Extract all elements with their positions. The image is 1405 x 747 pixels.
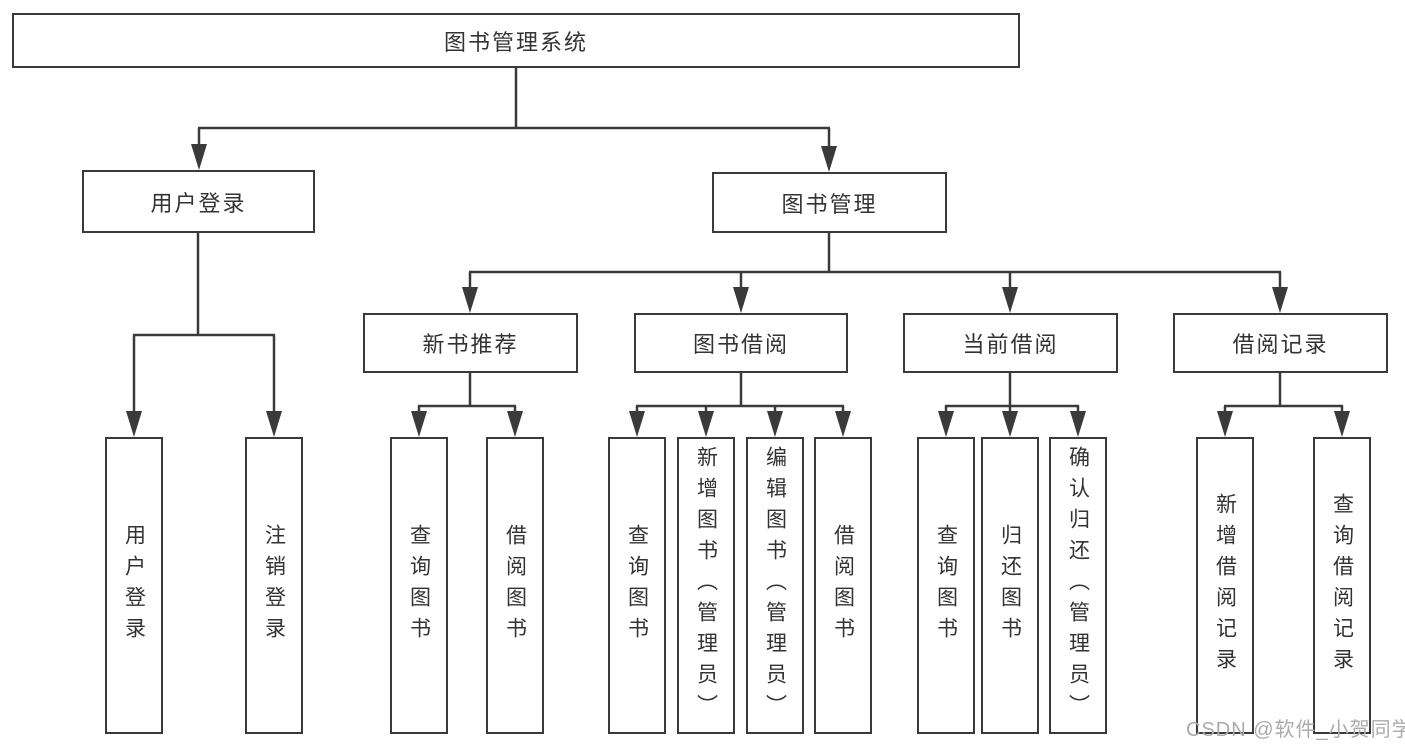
leaf-current-confirm-return-admin: 确认归还（管理员） [1049, 437, 1107, 734]
node-current-borrow: 当前借阅 [903, 313, 1118, 373]
node-current-borrow-label: 当前借阅 [962, 332, 1059, 357]
leaf-logout-label: 注销登录 [262, 523, 286, 648]
node-new-book-recommend-label: 新书推荐 [422, 332, 519, 357]
leaf-records-add-record-label: 新增借阅记录 [1213, 492, 1237, 679]
leaf-current-confirm-return-admin-label: 确认归还（管理员） [1066, 446, 1090, 725]
leaf-records-query-record: 查询借阅记录 [1313, 437, 1371, 734]
leaf-user-login: 用户登录 [105, 437, 163, 734]
node-book-management: 图书管理 [712, 172, 947, 233]
node-library-system-label: 图书管理系统 [443, 29, 588, 55]
leaf-borrow-add-books-admin-label: 新增图书（管理员） [694, 446, 718, 725]
leaf-current-query-books-label: 查询图书 [934, 523, 958, 648]
leaf-user-login-label: 用户登录 [122, 523, 146, 648]
leaf-borrow-edit-books-admin-label: 编辑图书（管理员） [763, 446, 787, 725]
leaf-recommend-borrow-books-label: 借阅图书 [503, 523, 527, 648]
node-library-system: 图书管理系统 [12, 13, 1020, 68]
leaf-logout: 注销登录 [245, 437, 303, 734]
node-book-borrow: 图书借阅 [634, 313, 848, 373]
leaf-records-query-record-label: 查询借阅记录 [1330, 492, 1354, 679]
node-borrow-records: 借阅记录 [1173, 313, 1388, 373]
watermark: CSDN @软件_小贺同学 [1186, 719, 1405, 741]
node-user-login: 用户登录 [82, 170, 315, 233]
leaf-borrow-borrow-books-label: 借阅图书 [831, 523, 855, 648]
leaf-recommend-query-books-label: 查询图书 [407, 523, 431, 648]
node-borrow-records-label: 借阅记录 [1232, 332, 1329, 357]
leaf-current-query-books: 查询图书 [917, 437, 975, 734]
leaf-records-add-record: 新增借阅记录 [1196, 437, 1254, 734]
leaf-borrow-query-books: 查询图书 [608, 437, 666, 734]
leaf-borrow-add-books-admin: 新增图书（管理员） [677, 437, 735, 734]
node-book-borrow-label: 图书借阅 [692, 332, 789, 357]
leaf-borrow-edit-books-admin: 编辑图书（管理员） [746, 437, 804, 734]
node-book-management-label: 图书管理 [781, 191, 878, 217]
leaf-current-return-books-label: 归还图书 [998, 523, 1022, 648]
leaf-current-return-books: 归还图书 [981, 437, 1039, 734]
leaf-borrow-borrow-books: 借阅图书 [814, 437, 872, 734]
node-user-login-label: 用户登录 [150, 190, 247, 216]
leaf-recommend-query-books: 查询图书 [390, 437, 448, 734]
leaf-borrow-query-books-label: 查询图书 [625, 523, 649, 648]
node-new-book-recommend: 新书推荐 [363, 313, 578, 373]
leaf-recommend-borrow-books: 借阅图书 [486, 437, 544, 734]
